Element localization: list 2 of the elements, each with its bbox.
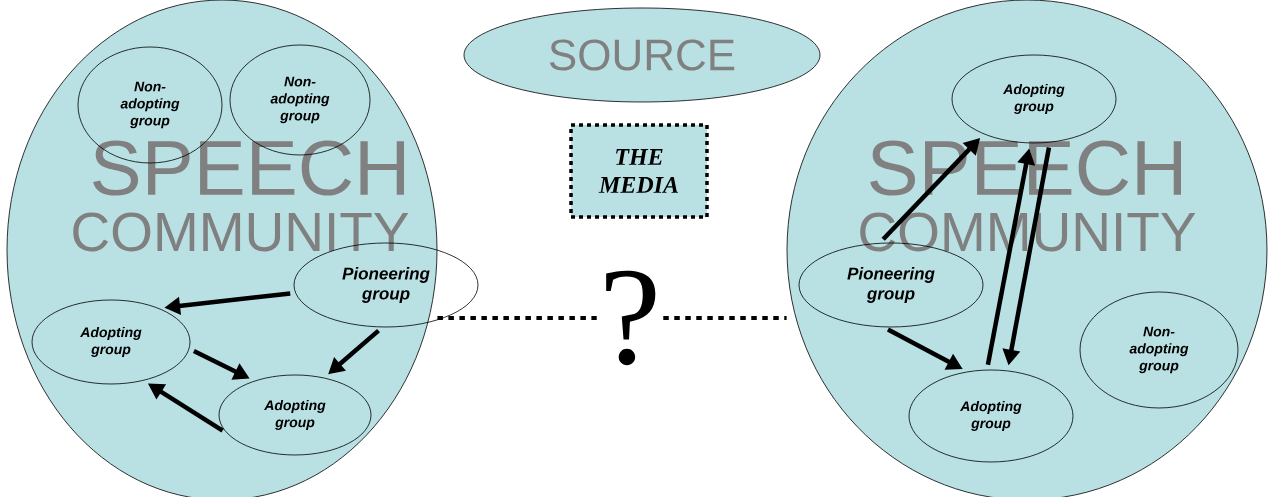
question-mark: ? [606, 270, 656, 366]
media-box: THE MEDIA [569, 123, 709, 219]
